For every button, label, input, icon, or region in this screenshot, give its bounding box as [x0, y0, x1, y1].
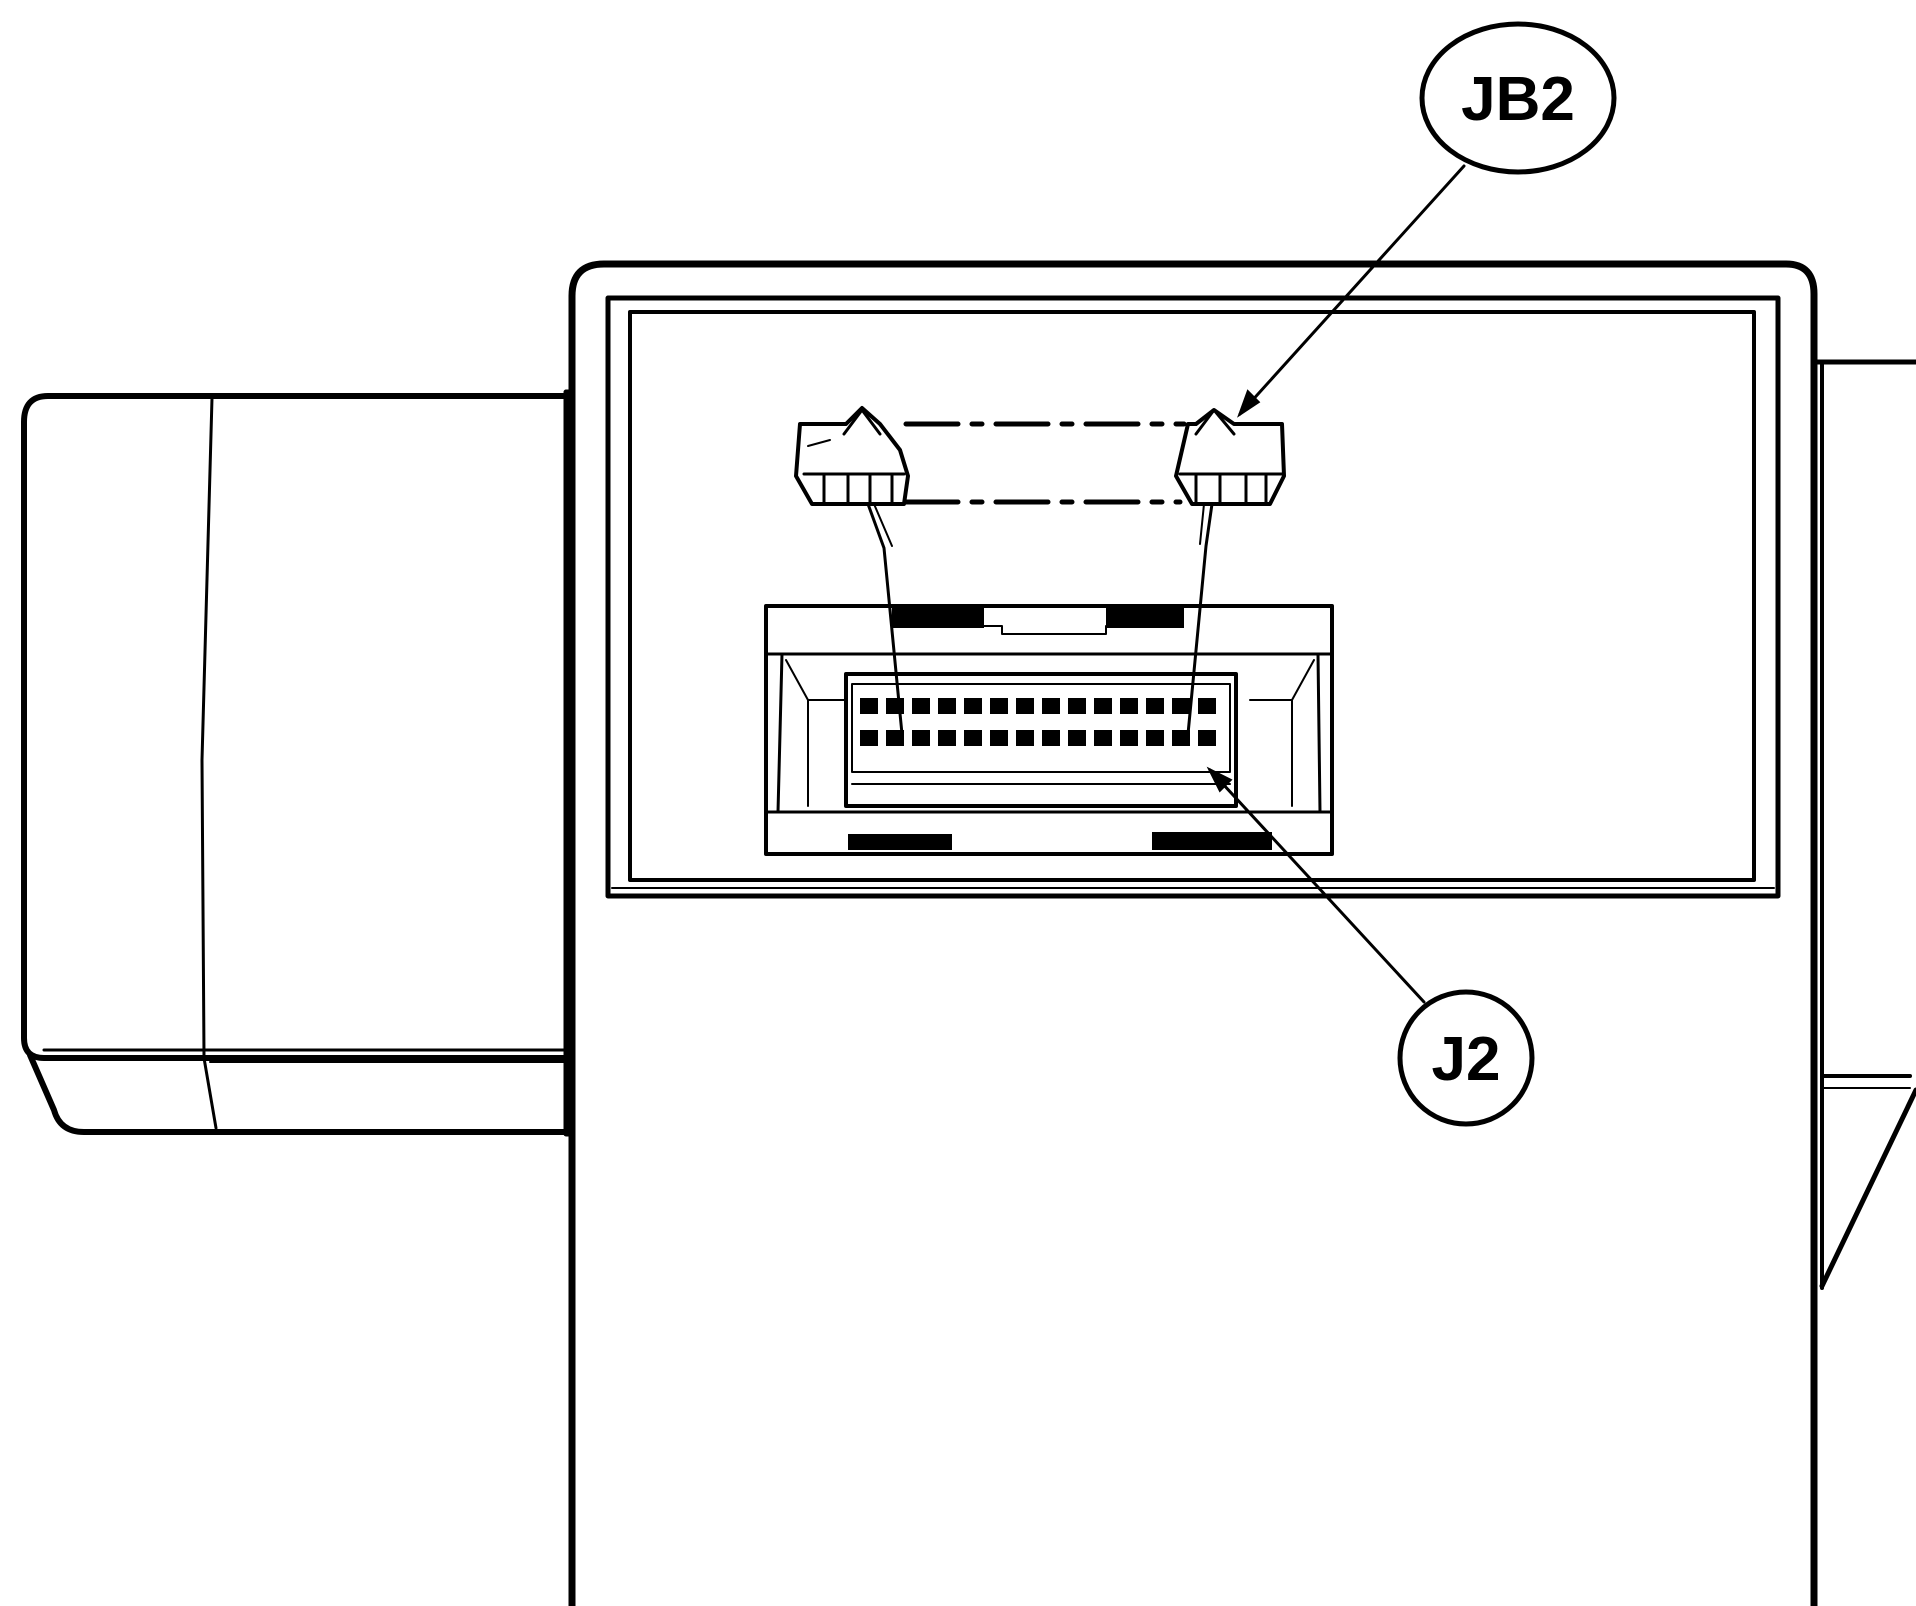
callout-jb2-label: JB2: [1461, 65, 1575, 134]
pin-row-bottom: [860, 730, 1216, 746]
callout-jb2: JB2: [1237, 21, 1617, 418]
j2-socket: [764, 604, 1334, 856]
left-module: [21, 393, 569, 1135]
callout-j2: J2: [1206, 766, 1535, 1127]
jb2-plug: [794, 406, 1286, 736]
pin-row-top: [860, 698, 1216, 714]
main-housing: [563, 260, 1818, 1606]
connector-window: [605, 295, 1781, 899]
right-module: [1811, 359, 1916, 1290]
callout-j2-label: J2: [1432, 1025, 1501, 1094]
